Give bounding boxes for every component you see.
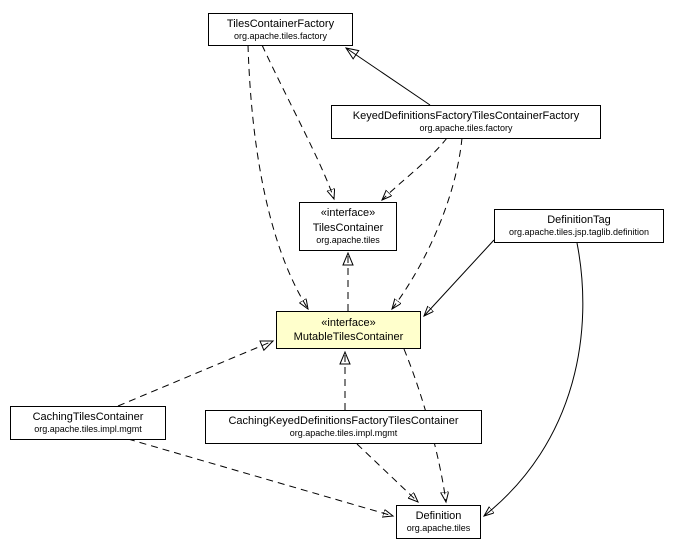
edge-kdftcf-extends-tilescontainerfactory — [344, 47, 431, 106]
class-name: DefinitionTag — [547, 214, 611, 226]
edge-definitiontag-uses-definition — [484, 242, 584, 516]
class-box-tiles-container-factory[interactable]: TilesContainerFactory org.apache.tiles.f… — [208, 13, 353, 46]
class-package: org.apache.tiles.factory — [419, 123, 513, 134]
class-stereotype: «interface» — [320, 207, 376, 220]
class-box-caching-keyed-definitions-factory-tiles-container[interactable]: CachingKeyedDefinitionsFactoryTilesConta… — [205, 410, 482, 444]
class-box-definition[interactable]: Definition org.apache.tiles — [396, 505, 481, 539]
class-package: org.apache.tiles.jsp.taglib.definition — [508, 227, 650, 238]
class-package: org.apache.tiles.factory — [233, 30, 328, 41]
class-name: TilesContainer — [312, 221, 384, 234]
class-package: org.apache.tiles.impl.mgmt — [289, 428, 398, 439]
class-name: KeyedDefinitionsFactoryTilesContainerFac… — [352, 110, 580, 122]
class-box-tiles-container[interactable]: «interface» TilesContainer org.apache.ti… — [299, 202, 397, 251]
class-name: MutableTilesContainer — [293, 331, 404, 343]
edge-cachingtilescontainer-implements-mutabletilescontainer — [117, 340, 275, 407]
edge-cachingtilescontainer-uses-definition — [127, 438, 393, 516]
class-package: org.apache.tiles — [406, 523, 471, 534]
class-name: CachingTilesContainer — [32, 411, 144, 423]
class-box-mutable-tiles-container[interactable]: «interface» MutableTilesContainer — [276, 311, 421, 349]
edge-kdftcf-uses-tilescontainer — [382, 137, 448, 200]
edge-kdftcf-uses-mutabletilescontainer — [392, 137, 463, 309]
class-package: org.apache.tiles — [316, 234, 380, 245]
edge-mutabletilescontainer-uses-definition — [403, 348, 446, 502]
class-name: CachingKeyedDefinitionsFactoryTilesConta… — [228, 415, 459, 427]
class-name: Definition — [415, 510, 462, 522]
class-name: TilesContainerFactory — [226, 17, 335, 30]
class-box-keyed-definitions-factory-tiles-container-factory[interactable]: KeyedDefinitionsFactoryTilesContainerFac… — [331, 105, 601, 139]
class-box-definition-tag[interactable]: DefinitionTag org.apache.tiles.jsp.tagli… — [494, 209, 664, 243]
class-stereotype: «interface» — [321, 316, 376, 329]
edge-definitiontag-uses-mutabletilescontainer — [424, 239, 495, 316]
edge-tilescontainerfactory-uses-mutabletilescontainer — [247, 44, 308, 309]
class-package: org.apache.tiles.impl.mgmt — [34, 424, 142, 435]
class-box-caching-tiles-container[interactable]: CachingTilesContainer org.apache.tiles.i… — [10, 406, 166, 440]
edge-ckdftc-uses-definition — [356, 443, 418, 502]
edge-tilescontainerfactory-uses-tilescontainer — [261, 44, 334, 199]
